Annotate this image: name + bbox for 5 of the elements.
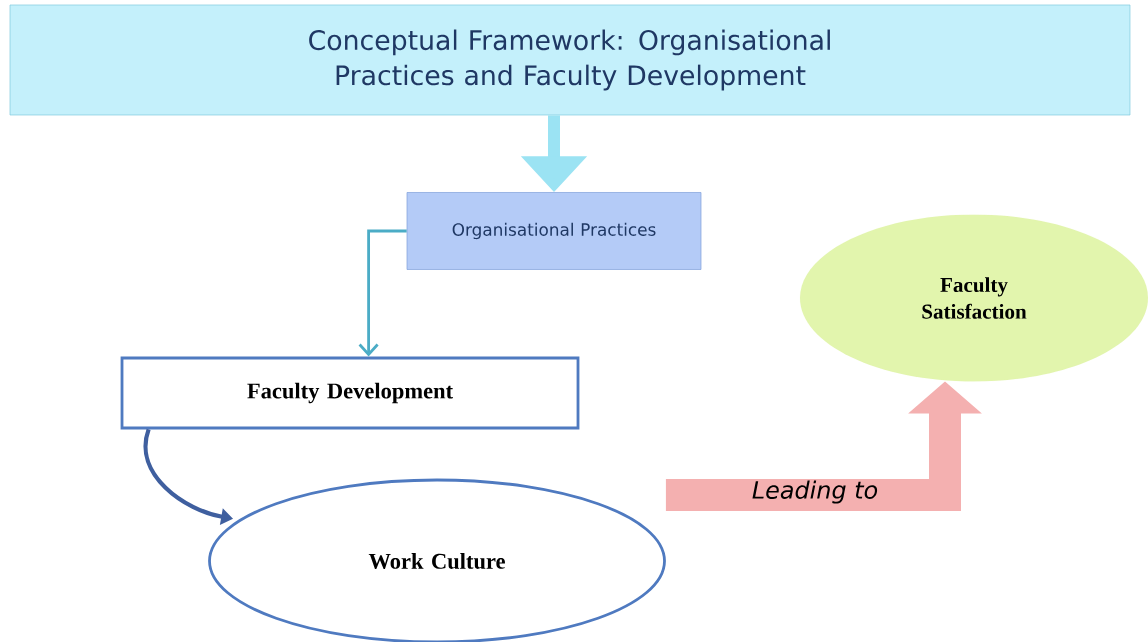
process-box: Organisational Practices (406, 192, 702, 270)
process-box: Faculty Development (120, 356, 580, 430)
title-box: Conceptual Framework: Organisational Practices and Faculty Development (9, 4, 1131, 116)
edge-label: Leading to (752, 480, 878, 504)
elbow-arrow (358, 229, 407, 357)
